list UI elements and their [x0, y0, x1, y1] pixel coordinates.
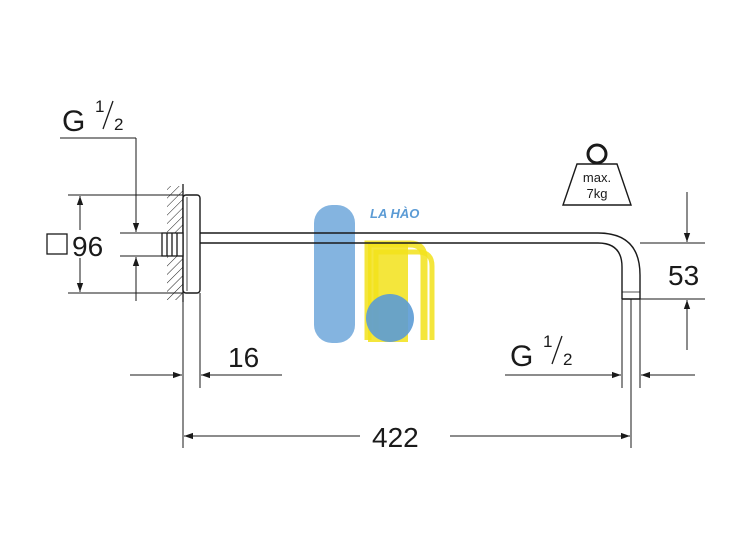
dim-thread-top-sup: 1 [95, 97, 104, 116]
arm-top-edge [200, 232, 641, 299]
watermark-logo: LA HÀO [314, 205, 435, 343]
shower-arm [200, 232, 641, 300]
dimension-lines [60, 137, 705, 448]
dim-96-label: 96 [72, 231, 103, 262]
weight-tag: max. 7kg [562, 143, 632, 206]
flange-plate [182, 194, 201, 294]
flange [182, 194, 201, 294]
dim-thread-right-main: G [510, 340, 533, 373]
arm-bottom-edge [200, 242, 623, 299]
square-symbol-icon [46, 233, 68, 255]
dim-thread-right-sub: 2 [563, 350, 572, 369]
weight-tag-body [562, 163, 632, 206]
watermark-text: LA HÀO [370, 206, 419, 221]
weight-tag-line1: max. [583, 170, 611, 185]
thread-connector [161, 232, 184, 257]
watermark-blue-bar [314, 205, 355, 343]
weight-tag-line2: 7kg [587, 186, 608, 201]
dim-thread-right-sup: 1 [543, 332, 552, 351]
dim-thread-top-sub: 2 [114, 115, 123, 134]
dim-thread-top-slash [102, 100, 114, 130]
dim-53-label: 53 [668, 260, 699, 291]
weight-tag-hook [586, 143, 608, 165]
dim-16-label: 16 [228, 342, 259, 373]
dim-422-label: 422 [372, 422, 419, 453]
watermark-yellow-arc-2 [373, 249, 435, 340]
dimension-labels: 96 G 1 2 16 G 1 2 422 53 [46, 97, 699, 453]
dim-thread-top-main: G [62, 105, 85, 138]
watermark-blue-circle [366, 294, 414, 342]
dim-thread-right-slash [551, 335, 563, 365]
watermark-yellow-arc-1 [364, 240, 428, 340]
